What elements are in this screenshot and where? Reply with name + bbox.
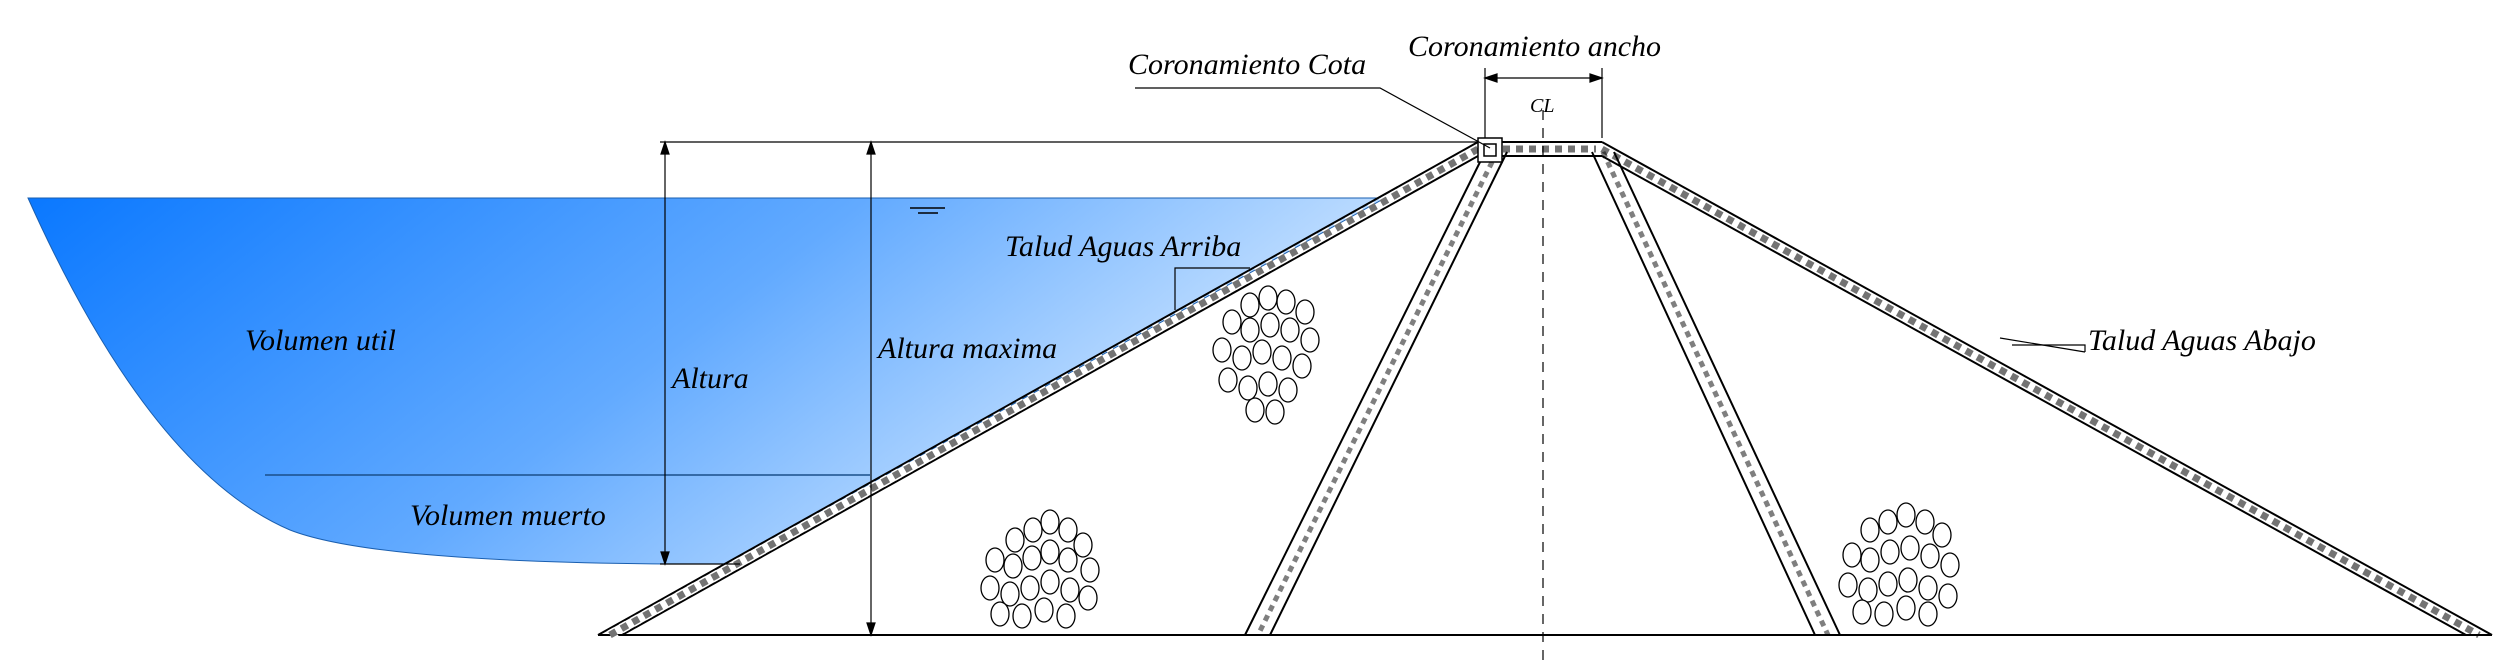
- upstream-slope-label: Talud Aguas Arriba: [1005, 230, 1241, 263]
- dam-body: [597, 141, 2493, 636]
- live-volume-label: Volumen util: [245, 324, 396, 357]
- height-label: Altura: [670, 362, 749, 395]
- height-dimension: [660, 140, 1478, 566]
- dead-volume-label: Volumen muerto: [410, 499, 606, 532]
- rockfill-symbol-upper: [1212, 285, 1320, 425]
- downstream-slope-label: Talud Aguas Abajo: [2088, 324, 2316, 357]
- water-surface-symbol: [910, 207, 945, 214]
- reservoir-water: [27, 197, 1387, 565]
- crest-width-label: Coronamiento ancho: [1408, 30, 1661, 63]
- dam-core: [1244, 150, 1841, 637]
- rockfill-symbol-left: [980, 509, 1100, 629]
- leader-lines: [1135, 87, 2086, 353]
- centerline-label: CL: [1530, 95, 1554, 117]
- crest-block: [1477, 137, 1503, 163]
- rockfill-symbol-right: [1838, 502, 1960, 627]
- crest-width-dimension: [1483, 68, 1604, 138]
- max-height-label: Altura maxima: [876, 332, 1057, 365]
- max-height-dimension: [866, 140, 876, 637]
- crest-elevation-label: Coronamiento Cota: [1128, 48, 1366, 81]
